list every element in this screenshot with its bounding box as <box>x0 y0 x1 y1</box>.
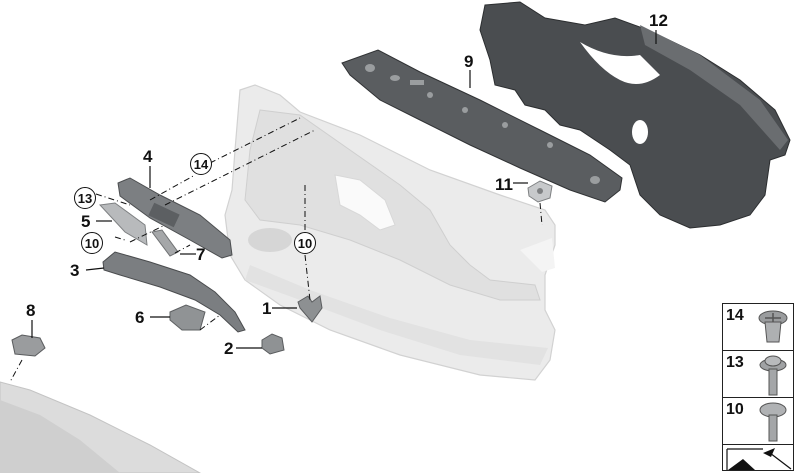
legend-label: 13 <box>726 354 744 371</box>
part-3-trim-strip <box>102 251 246 333</box>
fastener-legend: 14 13 10 <box>722 303 794 471</box>
legend-label: 14 <box>726 307 744 324</box>
flange-screw-icon <box>759 355 787 396</box>
callout-2: 2 <box>224 339 234 358</box>
callout-5: 5 <box>81 212 91 231</box>
callout-9: 9 <box>464 52 474 71</box>
part-2-cap <box>261 333 285 355</box>
callout-12: 12 <box>649 11 668 30</box>
callout-8: 8 <box>26 301 36 320</box>
direction-arrow-icon <box>726 448 792 470</box>
circled-callout-13: 13 <box>74 187 96 209</box>
part-1-clip <box>297 295 323 323</box>
legend-item-arrow <box>723 445 793 470</box>
legend-item-14: 14 <box>723 304 793 351</box>
circled-callout-10-left: 10 <box>81 232 103 254</box>
callout-11: 11 <box>495 175 513 194</box>
legend-item-13: 13 <box>723 351 793 398</box>
part-8-bracket <box>11 334 46 357</box>
circled-callout-10-center: 10 <box>294 232 316 254</box>
part-6-bezel <box>169 304 206 331</box>
pan-head-screw-icon <box>759 402 787 442</box>
legend-item-10: 10 <box>723 398 793 445</box>
part-7-cover <box>151 229 179 257</box>
part-5-cover <box>98 202 148 246</box>
callout-6: 6 <box>135 308 145 327</box>
callout-1: 1 <box>262 299 272 318</box>
legend-label: 10 <box>726 401 744 418</box>
expanding-clip-icon <box>758 310 788 343</box>
callout-7: 7 <box>196 245 206 264</box>
part-12-insulation <box>479 1 791 229</box>
part-9-bracket <box>341 49 623 203</box>
callout-3: 3 <box>70 261 80 280</box>
circled-callout-14: 14 <box>190 153 212 175</box>
callout-4: 4 <box>143 147 153 166</box>
